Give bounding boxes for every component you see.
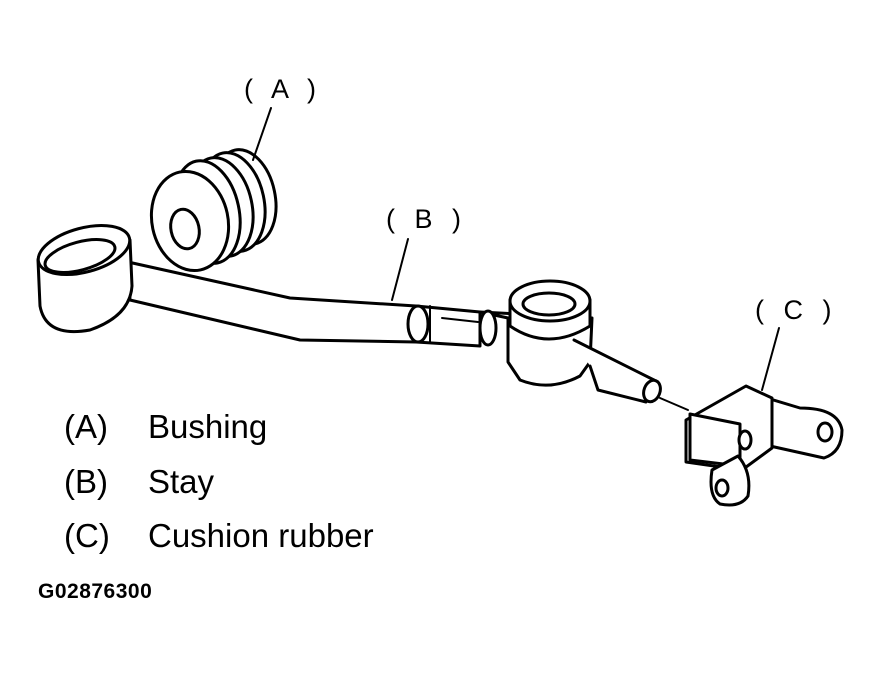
leader-line-a — [252, 107, 272, 161]
callout-label-c: ( C ) — [755, 295, 838, 325]
legend-item-cushion-rubber: (C) Cushion rubber — [64, 519, 374, 552]
callout-label-a: ( A ) — [244, 74, 323, 104]
legend-key: (C) — [64, 517, 110, 554]
cushion-rubber — [684, 384, 844, 507]
callout-label-b: ( B ) — [386, 204, 467, 234]
leader-lines — [252, 107, 780, 391]
leader-line-c — [761, 327, 780, 391]
stay — [36, 224, 689, 411]
legend-item-bushing: (A) Bushing — [64, 410, 267, 443]
legend-key: (A) — [64, 408, 108, 445]
legend-label: Stay — [148, 463, 215, 500]
legend-key: (B) — [64, 463, 108, 500]
legend-label: Cushion rubber — [148, 517, 374, 554]
legend-item-stay: (B) Stay — [64, 465, 214, 498]
legend-label: Bushing — [148, 408, 268, 445]
bushing — [149, 148, 278, 273]
leader-line-b — [391, 238, 409, 301]
figure-id: G02876300 — [38, 580, 153, 603]
